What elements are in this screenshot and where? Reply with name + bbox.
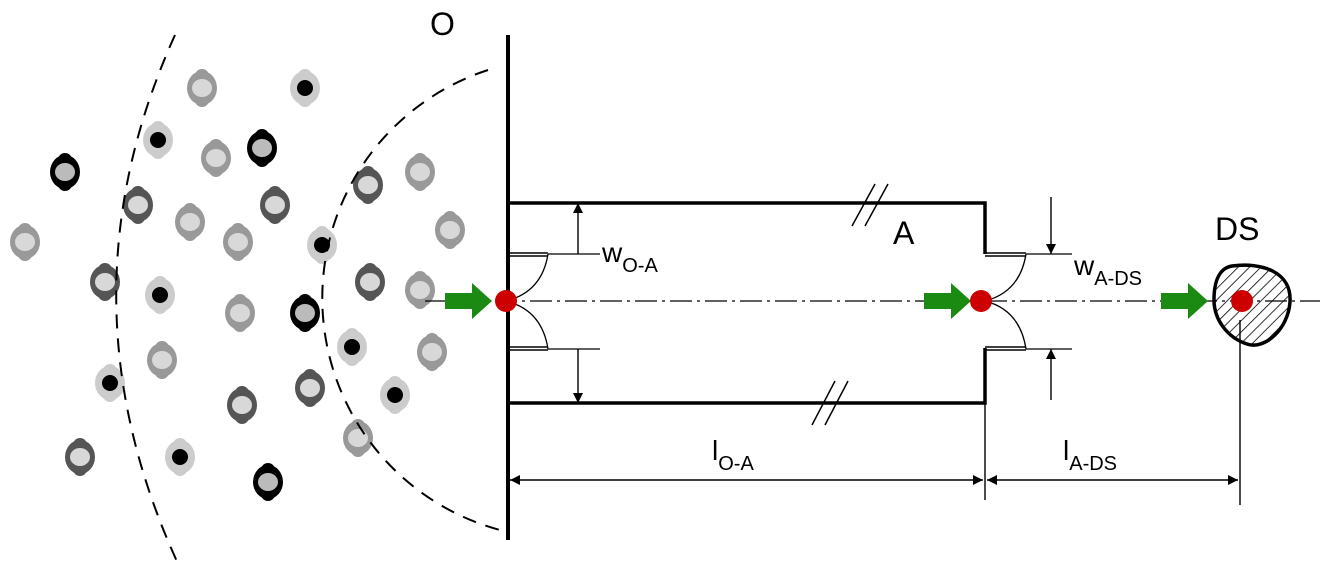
- label-destination: DS: [1215, 211, 1259, 247]
- pedestrian-crowd: [10, 69, 465, 501]
- pedestrian: [295, 369, 325, 407]
- pedestrian: [353, 166, 383, 204]
- break-mark-bottom: [811, 380, 849, 426]
- pedestrian: [95, 364, 125, 402]
- node-origin-dot: [495, 290, 517, 312]
- pedestrian: [290, 294, 320, 332]
- node-a-dot: [970, 290, 992, 312]
- pedestrian: [247, 129, 277, 167]
- pedestrian: [10, 223, 40, 261]
- pedestrian: [50, 153, 80, 191]
- pedestrian: [147, 341, 177, 379]
- svg-text:lA-DS: lA-DS: [1063, 435, 1117, 475]
- label-origin: O: [430, 6, 455, 42]
- label-l-o-a-main: l: [712, 435, 718, 466]
- pedestrian: [253, 463, 283, 501]
- pedestrian: [380, 376, 410, 414]
- outer-dashed-arc: [115, 34, 181, 569]
- pedestrian: [417, 333, 447, 371]
- pedestrian: [65, 438, 95, 476]
- label-w-o-a-sub: O-A: [622, 255, 658, 277]
- pedestrian: [165, 438, 195, 476]
- pedestrian: [227, 386, 257, 424]
- pedestrian: [290, 69, 320, 107]
- pedestrian: [123, 186, 153, 224]
- pedestrian: [175, 203, 205, 241]
- pedestrian: [337, 328, 367, 366]
- flow-arrow-origin: [445, 283, 492, 319]
- label-l-a-ds-sub: A-DS: [1069, 453, 1117, 475]
- node-ds-dot: [1231, 290, 1253, 312]
- pedestrian: [143, 121, 173, 159]
- flow-arrow-destination: [1161, 283, 1208, 319]
- pedestrian: [201, 139, 231, 177]
- pedestrian: [307, 226, 337, 264]
- label-w-o-a-main: w: [601, 237, 623, 268]
- flow-arrow-intermediate: [924, 283, 971, 319]
- label-l-a-ds-main: l: [1063, 435, 1069, 466]
- corridor-bottom-wall: [508, 348, 987, 405]
- break-mark-top: [851, 183, 889, 227]
- pedestrian: [260, 186, 290, 224]
- svg-text:wA-DS: wA-DS: [1073, 250, 1142, 290]
- pedestrian: [90, 263, 120, 301]
- svg-text:wO-A: wO-A: [601, 237, 658, 277]
- svg-text:lO-A: lO-A: [712, 435, 754, 475]
- pedestrian: [225, 294, 255, 332]
- label-w-a-ds-sub: A-DS: [1094, 268, 1142, 290]
- pedestrian: [187, 69, 217, 107]
- label-intermediate: A: [893, 215, 915, 251]
- pedestrian: [405, 153, 435, 191]
- label-l-o-a-sub: O-A: [718, 453, 754, 475]
- pedestrian: [355, 263, 385, 301]
- label-w-a-ds-main: w: [1073, 250, 1095, 281]
- pedestrian: [405, 271, 435, 309]
- pedestrian: [435, 211, 465, 249]
- pedestrian: [223, 223, 253, 261]
- corridor-top-wall: [508, 201, 987, 254]
- pedestrian: [145, 276, 175, 314]
